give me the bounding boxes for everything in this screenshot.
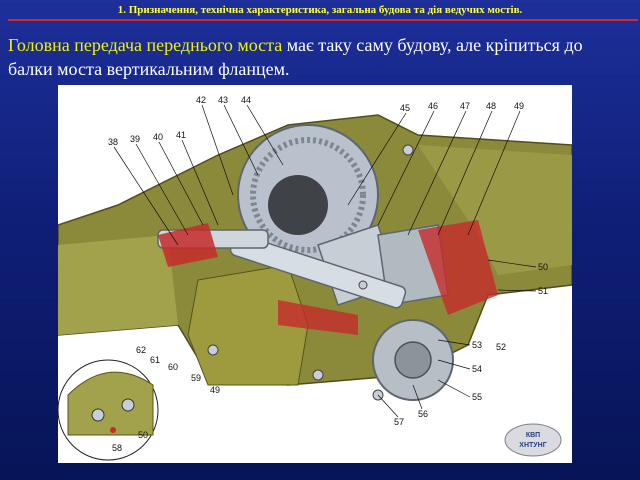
leader-line <box>113 146 179 246</box>
leader-line <box>246 104 284 166</box>
callout-59: 59 <box>191 373 201 383</box>
bolt <box>358 280 368 290</box>
leader-line <box>347 112 407 206</box>
cut-section-left <box>158 223 218 267</box>
axle-drawing: 38 39 40 41 42 43 44 45 46 47 48 49 50 5… <box>58 95 572 461</box>
callout-49: 49 <box>514 101 524 111</box>
callout-58: 58 <box>112 443 122 453</box>
callout-47: 47 <box>460 101 470 111</box>
callout-44: 44 <box>241 95 251 105</box>
logo-badge <box>504 423 562 457</box>
leader-line <box>437 110 493 236</box>
ring-gear-hub <box>268 175 328 235</box>
callout-40: 40 <box>153 132 163 142</box>
callout-39: 39 <box>130 134 140 144</box>
callout-62: 62 <box>136 345 146 355</box>
callout-41: 41 <box>176 130 186 140</box>
callout-60: 60 <box>168 362 178 372</box>
bolt <box>402 144 414 156</box>
leader-line <box>437 339 471 346</box>
leader-line <box>181 139 219 226</box>
callout-54: 54 <box>472 364 482 374</box>
leader-lines <box>113 104 537 418</box>
leader-line <box>135 143 189 236</box>
leader-line <box>437 359 471 370</box>
bolt <box>312 369 324 381</box>
callout-51: 51 <box>538 286 548 296</box>
intro-highlight: Головна передача переднього моста <box>8 35 283 55</box>
inset-bolt <box>91 408 105 422</box>
cut-section-right <box>418 220 498 315</box>
flange-hub <box>394 341 432 379</box>
callout-48: 48 <box>486 101 496 111</box>
callout-43: 43 <box>218 95 228 105</box>
callout-45: 45 <box>400 103 410 113</box>
slide-title: 1. Призначення, технічна характеристика,… <box>117 4 523 16</box>
intro-paragraph: Головна передача переднього моста має та… <box>8 33 628 81</box>
badge-line2: ХНТУНГ <box>519 442 546 449</box>
callout-61: 61 <box>150 355 160 365</box>
title-divider <box>8 19 638 21</box>
cut-section-bottom <box>278 300 358 335</box>
bolt <box>207 344 219 356</box>
callout-55: 55 <box>472 392 482 402</box>
callout-52: 52 <box>496 342 506 352</box>
leader-line <box>223 104 259 176</box>
callout-56: 56 <box>418 409 428 419</box>
axle-tube-right <box>418 145 572 275</box>
axle-illustration: 38 39 40 41 42 43 44 45 46 47 48 49 50 5… <box>58 85 572 463</box>
leader-line <box>407 110 467 236</box>
leader-line <box>412 384 423 410</box>
intro-text: має таку саму будову, але кріпиться до б… <box>8 35 583 79</box>
inset-flange <box>67 371 154 436</box>
ring-gear-teeth <box>250 137 366 253</box>
callout-50: 50 <box>538 262 548 272</box>
badge-line1: КВП <box>526 432 540 439</box>
leader-line <box>437 379 471 398</box>
leader-line <box>487 259 537 268</box>
leader-line <box>497 289 537 292</box>
callout-38: 38 <box>108 137 118 147</box>
callout-46: 46 <box>428 101 438 111</box>
inset-bolt <box>121 398 135 412</box>
inset-marker <box>110 427 116 433</box>
leader-line <box>158 141 204 226</box>
callout-53: 53 <box>472 340 482 350</box>
callout-57: 57 <box>394 417 404 427</box>
callout-42: 42 <box>196 95 206 105</box>
leader-line <box>377 394 399 418</box>
slide-header: 1. Призначення, технічна характеристика,… <box>0 0 640 24</box>
callout-50-inset: 50 <box>138 430 148 440</box>
leader-line <box>467 110 521 236</box>
axle-tube-left <box>58 235 178 335</box>
leader-line <box>377 110 435 226</box>
callout-49-bottom: 49 <box>210 385 220 395</box>
leader-line <box>201 104 234 196</box>
